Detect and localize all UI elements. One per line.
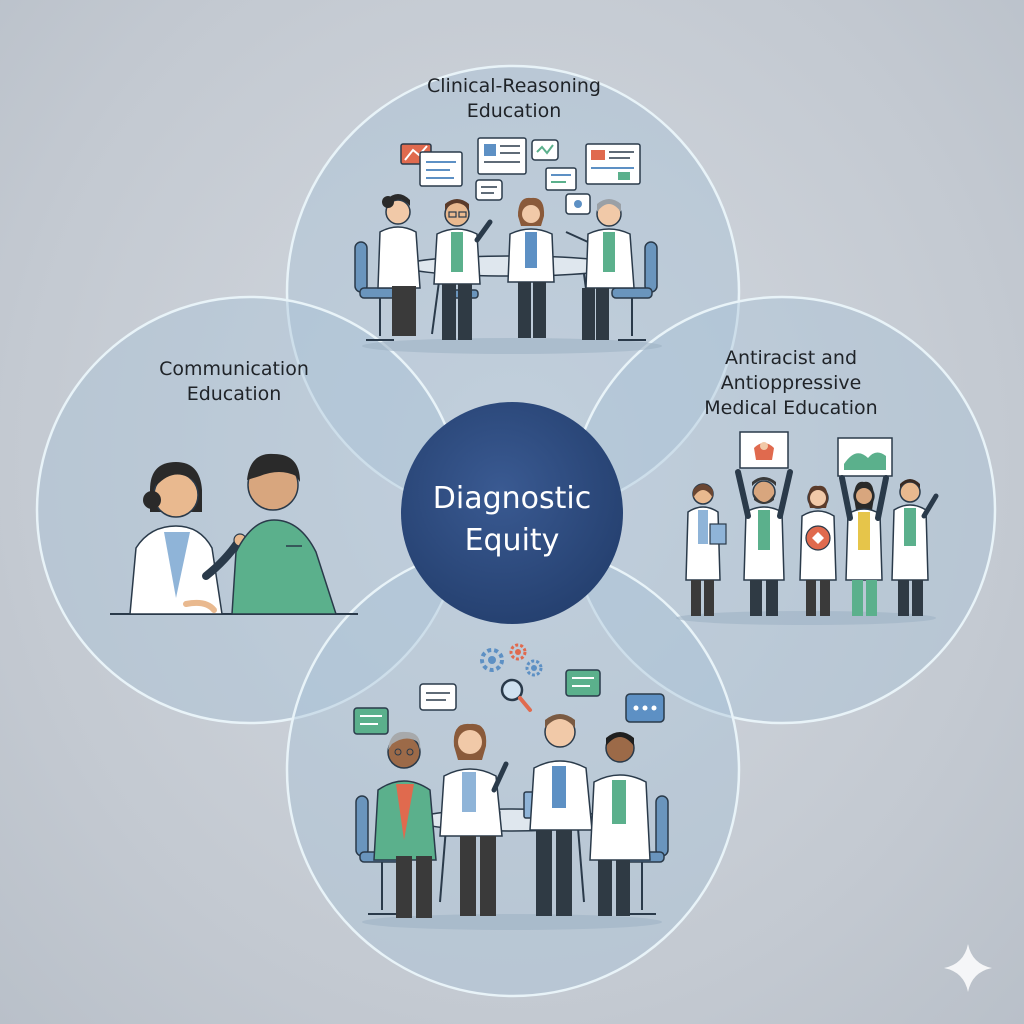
- label-antiracist-line1: Antiracist and: [724, 347, 858, 369]
- person-patient: [231, 453, 338, 615]
- protest-sign-icon: [739, 431, 789, 469]
- label-communication: Communication Education: [134, 357, 334, 407]
- scene-antiracist: [676, 431, 939, 625]
- chat-bubble-icon: [353, 707, 389, 735]
- center-label: Diagnostic Equity: [412, 478, 612, 562]
- gear-icon: [509, 643, 527, 661]
- person-doctor: [433, 199, 493, 340]
- document-icon: [545, 167, 577, 191]
- label-communication-line2: Education: [186, 383, 282, 405]
- center-label-line2: Equity: [464, 523, 560, 558]
- scene-communication: [110, 453, 358, 615]
- document-icon: [477, 137, 527, 175]
- person-patient: [373, 731, 437, 918]
- chat-bubble-icon: [565, 193, 591, 215]
- person-doctor: [891, 479, 939, 616]
- person-doctor: [565, 199, 635, 340]
- center-label-line1: Diagnostic: [432, 481, 592, 516]
- label-antiracist: Antiracist and Antioppressive Medical Ed…: [680, 346, 902, 421]
- chat-bubble-icon: [475, 179, 503, 201]
- chat-bubble-icon: [625, 693, 665, 723]
- gear-icon: [525, 659, 543, 677]
- label-antiracist-line2: Antioppressive: [720, 372, 862, 394]
- person-doctor: [735, 469, 793, 616]
- person-doctor: [129, 462, 247, 615]
- chat-bubble-icon: [565, 669, 601, 697]
- person-doctor: [529, 714, 593, 916]
- sparkle-icon: [944, 944, 992, 992]
- person-doctor: [839, 475, 889, 616]
- person-doctor: [589, 732, 651, 916]
- magnifier-icon: [500, 678, 532, 712]
- label-communication-line1: Communication: [159, 358, 309, 380]
- person-doctor: [507, 197, 555, 338]
- chat-bubble-icon: [419, 683, 457, 711]
- protest-sign-icon: [837, 437, 893, 477]
- person-doctor: [377, 194, 421, 336]
- label-clinical-reasoning-line2: Education: [466, 100, 562, 122]
- label-clinical-reasoning: Clinical-Reasoning Education: [414, 74, 614, 124]
- scene-clinical-reasoning-meeting: [354, 137, 662, 354]
- chat-bubble-icon: [531, 139, 559, 161]
- dashboard-icon: [585, 143, 641, 185]
- label-antiracist-line3: Medical Education: [704, 397, 878, 419]
- chart-icon: [400, 143, 463, 187]
- gear-icon: [480, 648, 504, 672]
- person-doctor: [439, 723, 509, 916]
- person-doctor: [685, 483, 727, 616]
- scene-bottom-team: [353, 643, 669, 930]
- center-circle-diagnostic-equity: [401, 402, 623, 624]
- label-clinical-reasoning-line1: Clinical-Reasoning: [427, 75, 601, 97]
- person-doctor: [799, 485, 837, 616]
